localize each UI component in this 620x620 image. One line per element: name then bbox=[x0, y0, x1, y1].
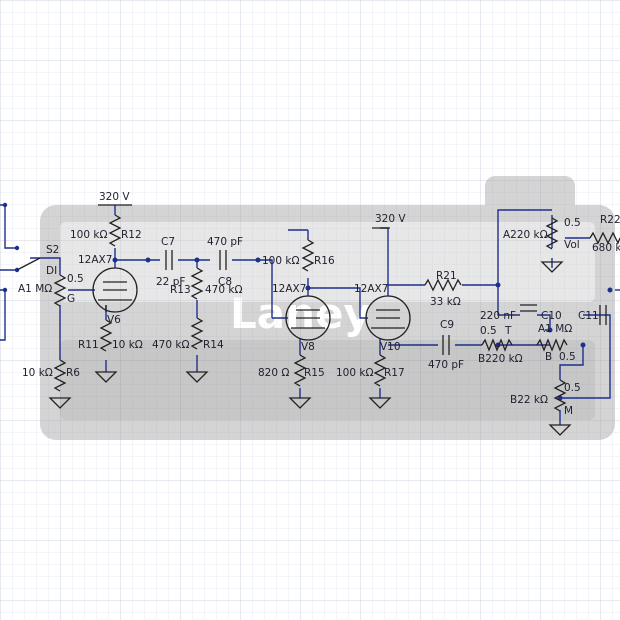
tube-v8 bbox=[285, 295, 331, 341]
label-320v-b: 320 V bbox=[375, 213, 406, 225]
wires bbox=[0, 204, 620, 425]
ground-r15 bbox=[288, 397, 312, 409]
ground-vol bbox=[540, 261, 564, 273]
label-r16-value: 100 kΩ bbox=[262, 255, 299, 267]
label-v10-tube: 12AX7 bbox=[354, 283, 388, 295]
ground-r6 bbox=[48, 397, 72, 409]
label-r17: R17 bbox=[384, 367, 405, 379]
ground-r17 bbox=[368, 397, 392, 409]
label-gain-a1: A1 MΩ bbox=[18, 283, 52, 295]
label-r15: R15 bbox=[304, 367, 325, 379]
resistor-r14 bbox=[190, 317, 204, 350]
label-r14-value: 470 kΩ bbox=[152, 339, 189, 351]
label-c10-value: 220 nF bbox=[480, 310, 516, 322]
switch-s2 bbox=[16, 257, 41, 271]
label-r15-value: 820 Ω bbox=[258, 367, 289, 379]
ground-r14 bbox=[185, 371, 209, 383]
cap-c10 bbox=[520, 304, 537, 312]
watermark-text: Laney bbox=[230, 289, 371, 338]
label-gain-g: G bbox=[67, 293, 75, 305]
label-r21: R21 bbox=[436, 270, 457, 282]
label-m-pos: 0.5 bbox=[564, 382, 581, 394]
label-r22-value: 680 k bbox=[592, 242, 620, 254]
resistor-r22 bbox=[589, 231, 620, 245]
label-r17-value: 100 kΩ bbox=[336, 367, 373, 379]
label-r6-value: 10 kΩ bbox=[22, 367, 53, 379]
label-r14: R14 bbox=[203, 339, 224, 351]
label-320v-a: 320 V bbox=[99, 191, 130, 203]
label-r13: R13 bbox=[170, 284, 191, 296]
resistor-r17 bbox=[373, 354, 387, 387]
label-s2: S2 bbox=[46, 244, 59, 256]
ground-r11 bbox=[94, 371, 118, 383]
label-c7-pf: 22 pF bbox=[156, 276, 185, 288]
label-v8: V8 bbox=[301, 341, 315, 353]
label-m-value: B22 kΩ bbox=[510, 394, 548, 406]
label-c11: C11 bbox=[578, 310, 599, 322]
pot-vol bbox=[545, 217, 559, 250]
label-gain-value: 0.5 bbox=[67, 273, 84, 285]
pot-treble bbox=[481, 338, 513, 352]
tube-v6 bbox=[92, 267, 138, 313]
resistor-r12 bbox=[108, 214, 122, 247]
label-r11: R11 bbox=[78, 339, 99, 351]
label-r12-value: 100 kΩ bbox=[70, 229, 107, 241]
pot-m bbox=[553, 379, 567, 412]
label-r12: R12 bbox=[121, 229, 142, 241]
resistor-r6 bbox=[53, 359, 67, 392]
label-bass: B bbox=[545, 351, 552, 363]
resistor-r16 bbox=[301, 239, 315, 272]
label-treble-value: B220 kΩ bbox=[478, 353, 523, 365]
label-v8-tube: 12AX7 bbox=[272, 283, 306, 295]
label-r22: R22 bbox=[600, 214, 620, 226]
label-di: DI bbox=[46, 265, 57, 277]
label-c7: C7 bbox=[161, 236, 175, 248]
label-bass-pos: 0.5 bbox=[559, 351, 576, 363]
resistor-r15 bbox=[293, 354, 307, 387]
junctions bbox=[2, 202, 613, 401]
cap-c8 bbox=[219, 250, 227, 270]
ground-m bbox=[548, 424, 572, 436]
cap-c9 bbox=[442, 335, 450, 355]
label-r11-value: 10 kΩ bbox=[112, 339, 143, 351]
label-r6: R6 bbox=[66, 367, 80, 379]
label-r13-value: 470 kΩ bbox=[205, 284, 242, 296]
label-treble-pos: 0.5 bbox=[480, 325, 497, 337]
label-mid-value: A1 MΩ bbox=[538, 323, 572, 335]
label-vol-pos: 0.5 bbox=[564, 217, 581, 229]
resistor-r13 bbox=[190, 267, 204, 300]
label-v6: V6 bbox=[107, 314, 121, 326]
label-vol: Vol bbox=[564, 239, 580, 251]
label-c9: C9 bbox=[440, 319, 454, 331]
label-vol-value: A220 kΩ bbox=[503, 229, 548, 241]
label-r16: R16 bbox=[314, 255, 335, 267]
resistor-r11 bbox=[99, 319, 113, 352]
components bbox=[16, 204, 620, 436]
label-c7-value: 470 pF bbox=[207, 236, 243, 248]
label-m: M bbox=[564, 405, 573, 417]
label-treble: T bbox=[504, 325, 512, 337]
pot-gain bbox=[53, 274, 67, 307]
amp-watermark: Laney bbox=[40, 176, 615, 440]
labels: 320 V 320 V 100 kΩ R12 C7 470 pF S2 DI 0… bbox=[18, 191, 620, 417]
tube-v10 bbox=[365, 295, 411, 341]
pot-bass bbox=[536, 338, 568, 352]
label-v6-tube: 12AX7 bbox=[78, 254, 112, 266]
label-c8: C8 bbox=[218, 276, 232, 288]
label-c9-value: 470 pF bbox=[428, 359, 464, 371]
cap-c7 bbox=[165, 250, 173, 270]
resistor-r21 bbox=[424, 278, 462, 292]
label-c10: C10 bbox=[541, 310, 562, 322]
cap-c11 bbox=[599, 305, 607, 325]
label-r21-value: 33 kΩ bbox=[430, 296, 461, 308]
label-v10: V10 bbox=[380, 341, 401, 353]
